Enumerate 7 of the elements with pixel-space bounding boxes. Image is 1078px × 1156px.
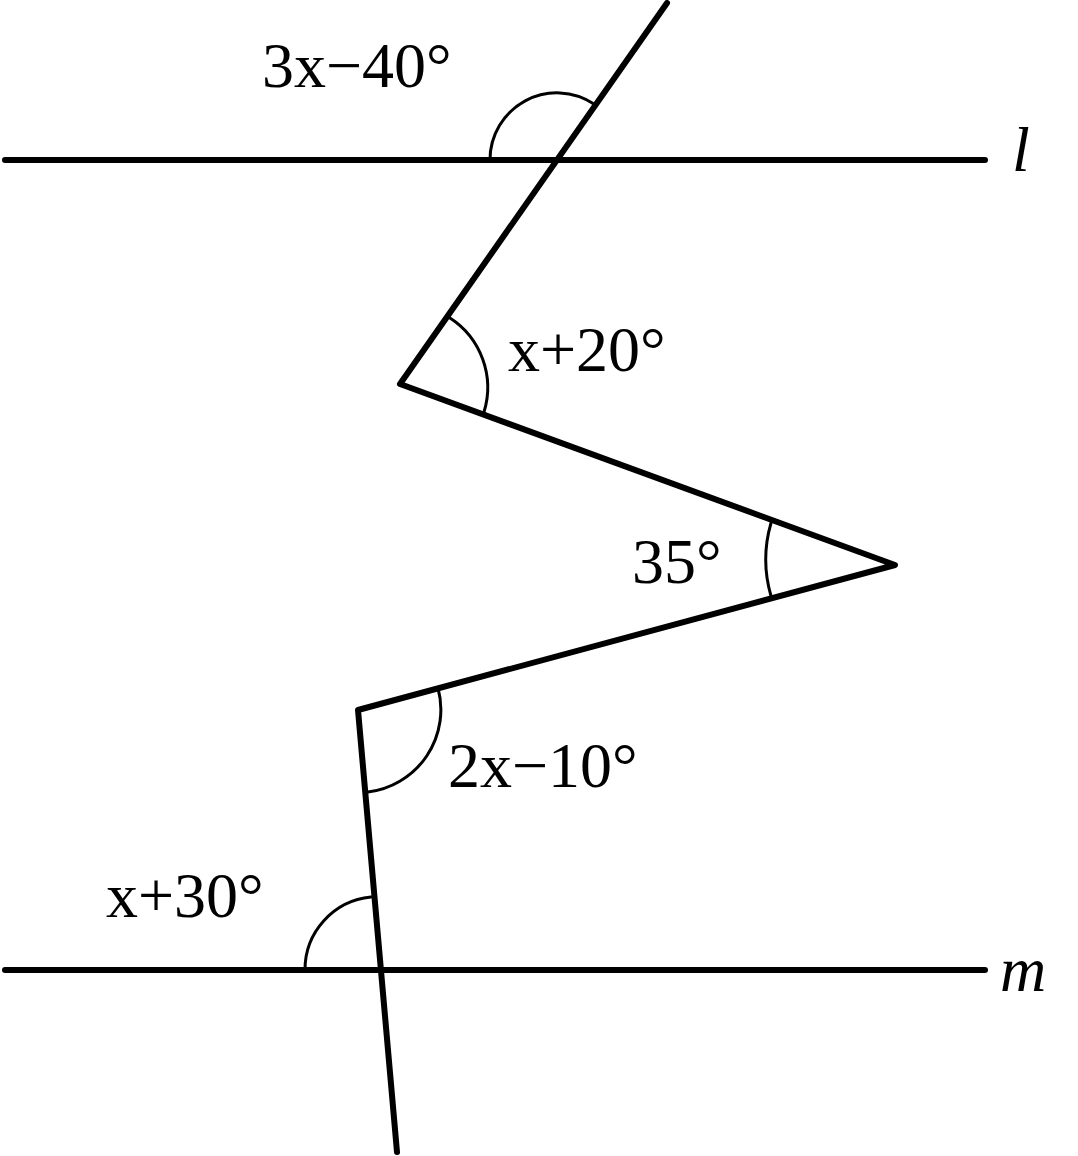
angle-label: x+30° (106, 864, 264, 928)
line-label: m (1000, 938, 1047, 1002)
line-label: l (1012, 118, 1030, 182)
angle-label: x+20° (508, 318, 666, 382)
angle-label: 3x−40° (262, 34, 452, 98)
angle-label: 2x−10° (448, 734, 638, 798)
angle-label: 35° (632, 530, 722, 594)
